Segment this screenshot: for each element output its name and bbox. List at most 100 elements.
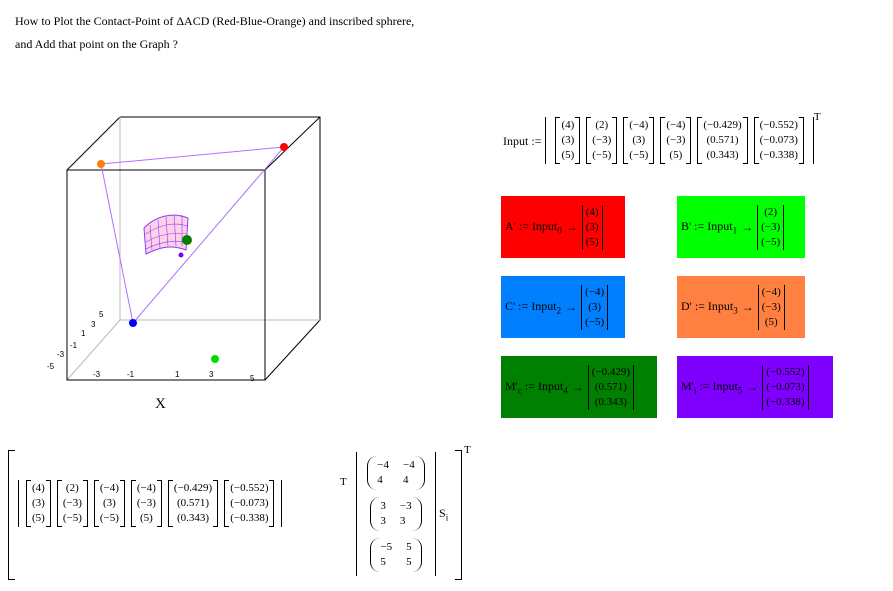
box-c-x: (−4) (585, 285, 605, 298)
tick-y--1: -1 (70, 341, 78, 350)
input-vector-0: (4)(3)(5) (555, 117, 581, 164)
point-blue (129, 319, 137, 327)
box-d-x: (−4) (761, 285, 781, 298)
box-c-values: (−4)(3)(−5) (581, 284, 609, 330)
m0-r1c0: 4 (377, 473, 383, 486)
m1-r1c1: 3 (399, 514, 406, 527)
box-mi-prime[interactable]: M'i := Input5 → (−0.552)(−0.073)(−0.338) (677, 356, 833, 418)
input-vector-list: (4)(3)(5) (2)(−3)(−5) (−4)(3)(−5) (−4)(−… (545, 117, 814, 164)
input-v2-x: (−4) (629, 119, 649, 131)
arrow-icon: → (571, 379, 584, 394)
m2-r0c1: 5 (406, 541, 412, 554)
box-d-label: D' := Input (681, 298, 734, 313)
box-mc-sub2: 4 (563, 385, 568, 396)
tick-x-5: 5 (250, 374, 255, 383)
m2-r0c0: −5 (380, 541, 393, 554)
box-mi-values: (−0.552) (−0.073) (−0.338) (762, 364, 809, 410)
m2-r1c1: 5 (406, 556, 412, 569)
arrow-icon: → (741, 299, 754, 314)
bottom-vector-0: (4)(3)(5) (26, 480, 51, 527)
input-v3-y: (−3) (666, 134, 686, 146)
input-v5-y: (−0.073) (759, 134, 798, 146)
box-b-x: (2) (764, 205, 778, 218)
input-transpose: T (813, 111, 821, 123)
box-mc-z: (0.343) (594, 395, 627, 408)
bottom-v2-x: (−4) (99, 482, 119, 494)
m1-r0c1: −3 (399, 499, 412, 512)
bottom-vector-3: (−4)(−3)(5) (130, 480, 162, 527)
input-v0-y: (3) (561, 134, 575, 146)
input-v2-y: (3) (632, 134, 646, 146)
m0-r1c1: 4 (403, 473, 409, 486)
input-v1-x: (2) (595, 119, 609, 131)
box-mi-sub: i (693, 385, 697, 396)
tick-labels: -3 -1 1 3 5 -5 -3 -1 1 3 5 (47, 310, 255, 383)
box-mc-label2: := Input (521, 378, 564, 393)
box-mc-x: (−0.429) (591, 365, 631, 378)
bottom-v1-x: (2) (65, 482, 79, 494)
matrix-0: −4 −4 4 4 (367, 455, 425, 490)
point-darkgreen (182, 235, 192, 245)
input-definition[interactable]: Input := (4)(3)(5) (2) (−3) (−5) (−4) (3) (−… (503, 111, 821, 164)
box-b-sub: 1 (732, 225, 738, 236)
outer-bracket-right (455, 450, 462, 580)
input-vector-3: (−4)(−3)(5) (660, 117, 692, 164)
box-b-prime[interactable]: B' := Input1 → (2)(−3)(−5) (677, 196, 805, 258)
plot-box (66, 116, 321, 381)
bottom-vector-2: (−4)(3)(−5) (93, 480, 125, 527)
tick-x-1: 1 (175, 370, 180, 379)
box-b-y: (−3) (761, 220, 781, 233)
box-a-z: (5) (585, 235, 599, 248)
box-mi-y: (−0.073) (766, 380, 805, 393)
input-v2-z: (−5) (629, 149, 649, 161)
tick-x-3: 3 (209, 370, 214, 379)
bottom-v3-x: (−4) (136, 482, 156, 494)
box-mc-prime[interactable]: M'c := Input4 → (−0.429)(0.571)(0.343) (501, 356, 657, 418)
box-mi-sub2: 5 (737, 385, 743, 396)
m1-r1c0: 3 (380, 514, 386, 527)
bottom-v4-x: (−0.429) (173, 482, 213, 494)
input-v0-z: (5) (561, 149, 575, 161)
tick-y--5: -5 (47, 362, 55, 371)
point-orange (97, 160, 105, 168)
box-b-label: B' := Input (681, 218, 733, 233)
input-vector-5: (−0.552)(−0.073)(−0.338) (753, 117, 804, 164)
point-purple (178, 252, 184, 258)
bottom-vector-5: (−0.552)(−0.073)(−0.338) (224, 480, 275, 527)
3d-plot[interactable]: -3 -1 1 3 5 -5 -3 -1 1 3 5 X (0, 100, 340, 420)
bottom-v3-y: (−3) (136, 497, 156, 509)
box-a-prime[interactable]: A' := Input0 → (4)(3)(5) (501, 196, 625, 258)
m0-r0c1: −4 (403, 458, 415, 471)
question-line-2: and Add that point on the Graph ? (15, 37, 178, 51)
tick-x--1: -1 (127, 370, 135, 379)
box-b-z: (−5) (761, 235, 781, 248)
box-c-prime[interactable]: C' := Input2 → (−4)(3)(−5) (501, 276, 625, 338)
input-v3-x: (−4) (666, 119, 686, 131)
point-green (211, 355, 219, 363)
triangle-acd (100, 146, 286, 325)
m0-r0c0: −4 (377, 458, 389, 471)
box-mi-x: (−0.552) (766, 365, 805, 378)
box-d-y: (−3) (761, 300, 781, 313)
bottom-vector-1: (2)(−3)(−5) (56, 480, 88, 527)
bottom-v5-x: (−0.552) (230, 482, 269, 494)
input-label: Input := (503, 133, 542, 148)
box-mi-z: (−0.338) (766, 395, 805, 408)
box-d-prime[interactable]: D' := Input3 → (−4)(−3)(5) (677, 276, 805, 338)
box-a-x: (4) (585, 205, 599, 218)
bottom-expression[interactable]: T (4)(3)(5) (2)(−3)(−5) (−4)(3)(−5) (−4)… (8, 444, 471, 580)
input-v4-x: (−0.429) (703, 119, 742, 131)
box-c-sub: 2 (556, 305, 562, 316)
sphere-patch (143, 214, 189, 255)
bottom-v2-y: (3) (102, 497, 116, 509)
input-v4-z: (0.343) (706, 149, 739, 161)
bottom-v5-y: (−0.073) (230, 497, 269, 509)
tick-y-3: 3 (91, 320, 96, 329)
outer-transpose: T (464, 444, 471, 456)
bottom-v4-z: (0.343) (177, 512, 210, 524)
box-mi-label2: := Input (696, 378, 738, 393)
box-c-y: (3) (588, 300, 602, 313)
box-b-values: (2) (−3) (−5) (757, 204, 785, 250)
